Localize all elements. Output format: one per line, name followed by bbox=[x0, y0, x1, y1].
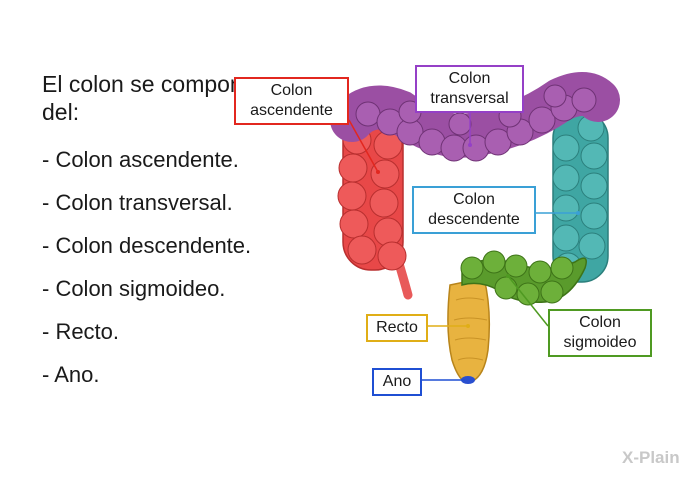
label-colon-sigmoideo: Colon sigmoideo bbox=[548, 309, 652, 357]
parts-list: - Colon ascendente. - Colon transversal.… bbox=[42, 145, 251, 403]
label-line: Colon bbox=[270, 82, 313, 99]
list-item: - Ano. bbox=[42, 362, 100, 387]
label-colon-descendente: Colon descendente bbox=[412, 186, 536, 234]
xplain-logo: X-Plain bbox=[622, 448, 680, 467]
label-colon-ascendente: Colon ascendente bbox=[234, 77, 349, 125]
list-item: - Colon sigmoideo. bbox=[42, 276, 226, 301]
label-recto: Recto bbox=[366, 314, 428, 342]
label-line: Colon bbox=[453, 191, 495, 208]
label-colon-transversal: Colon transversal bbox=[415, 65, 524, 113]
list-item: - Colon descendente. bbox=[42, 233, 252, 258]
list-item: - Recto. bbox=[42, 319, 120, 344]
label-line: Colon bbox=[579, 314, 621, 331]
rectum bbox=[447, 277, 491, 384]
label-ano: Ano bbox=[372, 368, 422, 396]
label-line: descendente bbox=[428, 211, 520, 228]
label-line: Colon bbox=[448, 70, 491, 87]
anus bbox=[461, 376, 475, 384]
list-item: - Colon ascendente. bbox=[42, 147, 239, 172]
intro-text: El colon se compone del: bbox=[42, 71, 256, 125]
sigmoid-colon bbox=[460, 250, 587, 306]
list-item: - Colon transversal. bbox=[42, 190, 233, 215]
label-line: sigmoideo bbox=[563, 334, 637, 351]
label-line: transversal bbox=[430, 90, 509, 107]
leader-lines bbox=[348, 110, 580, 381]
label-line: ascendente bbox=[250, 102, 333, 119]
descending-colon bbox=[552, 111, 609, 283]
